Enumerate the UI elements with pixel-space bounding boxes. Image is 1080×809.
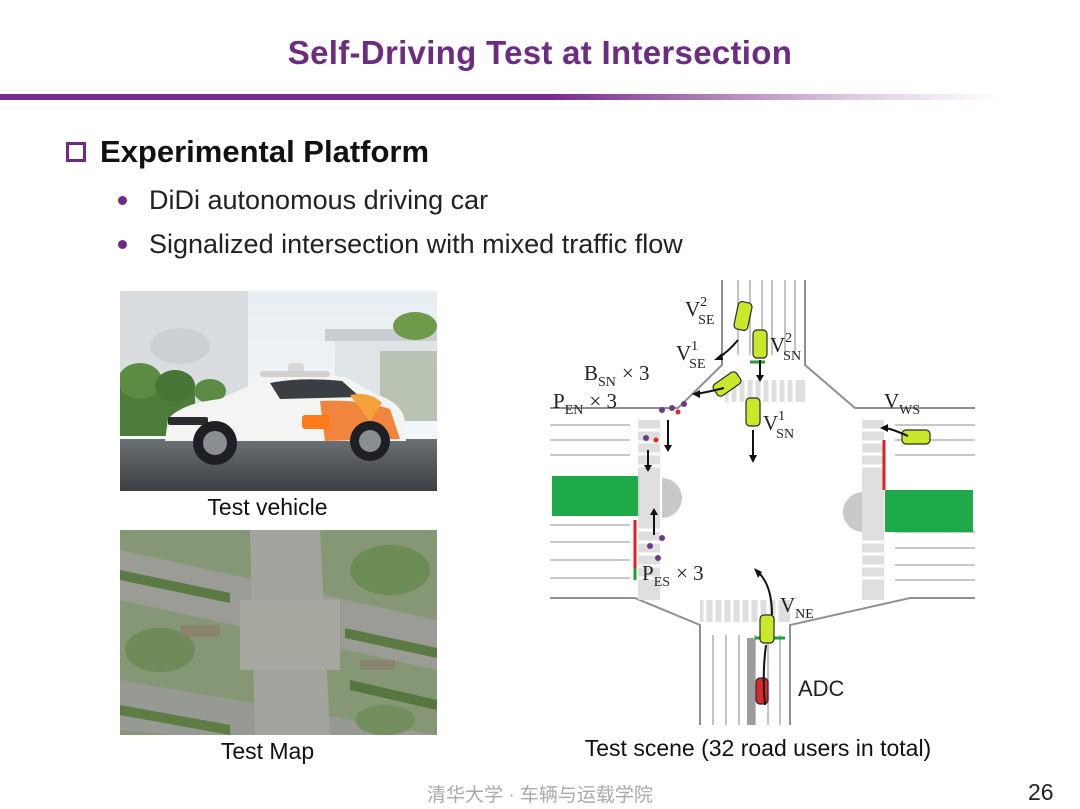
label-v-ws: VWS	[884, 389, 920, 418]
adc-ego-vehicle	[755, 677, 769, 705]
vehicle-caption: Test vehicle	[207, 494, 328, 520]
test-vehicle-photo	[120, 291, 437, 491]
road-user-vehicles	[712, 300, 931, 705]
bullet-text: Signalized intersection with mixed traff…	[149, 228, 683, 259]
label-p-es: PES× 3	[642, 561, 704, 590]
round-bullet-icon	[118, 239, 127, 249]
round-bullet-icon	[118, 195, 127, 205]
section-heading: Experimental Platform	[66, 134, 429, 170]
square-bullet-icon	[66, 142, 86, 162]
bullet-text: DiDi autonomous driving car	[149, 184, 489, 215]
label-adc: ADC	[798, 676, 845, 701]
slide-title: Self-Driving Test at Intersection	[287, 34, 793, 71]
footer-institution: 清华大学 · 车辆与运载学院	[427, 785, 653, 806]
bullet-item: DiDi autonomous driving car	[118, 178, 683, 222]
test-map-image	[120, 530, 437, 735]
section-label: Experimental Platform	[100, 134, 430, 169]
west-green-zone	[552, 476, 640, 516]
car-illustration	[120, 291, 437, 491]
map-caption: Test Map	[220, 738, 315, 764]
label-p-en: PEN× 3	[553, 389, 617, 418]
road-edges	[550, 280, 975, 725]
label-b-sn: BSN× 3	[584, 361, 650, 390]
page-number: 26	[1028, 779, 1054, 805]
motion-arrows	[647, 339, 909, 706]
scene-caption: Test scene (32 road users in total)	[584, 735, 932, 761]
bullet-list: DiDi autonomous driving car Signalized i…	[118, 178, 683, 266]
title-underline	[0, 94, 1000, 100]
bullet-item: Signalized intersection with mixed traff…	[118, 222, 683, 266]
aerial-map-illustration	[120, 530, 437, 735]
label-v-ne: VNE	[780, 593, 814, 622]
east-green-zone	[885, 490, 973, 532]
